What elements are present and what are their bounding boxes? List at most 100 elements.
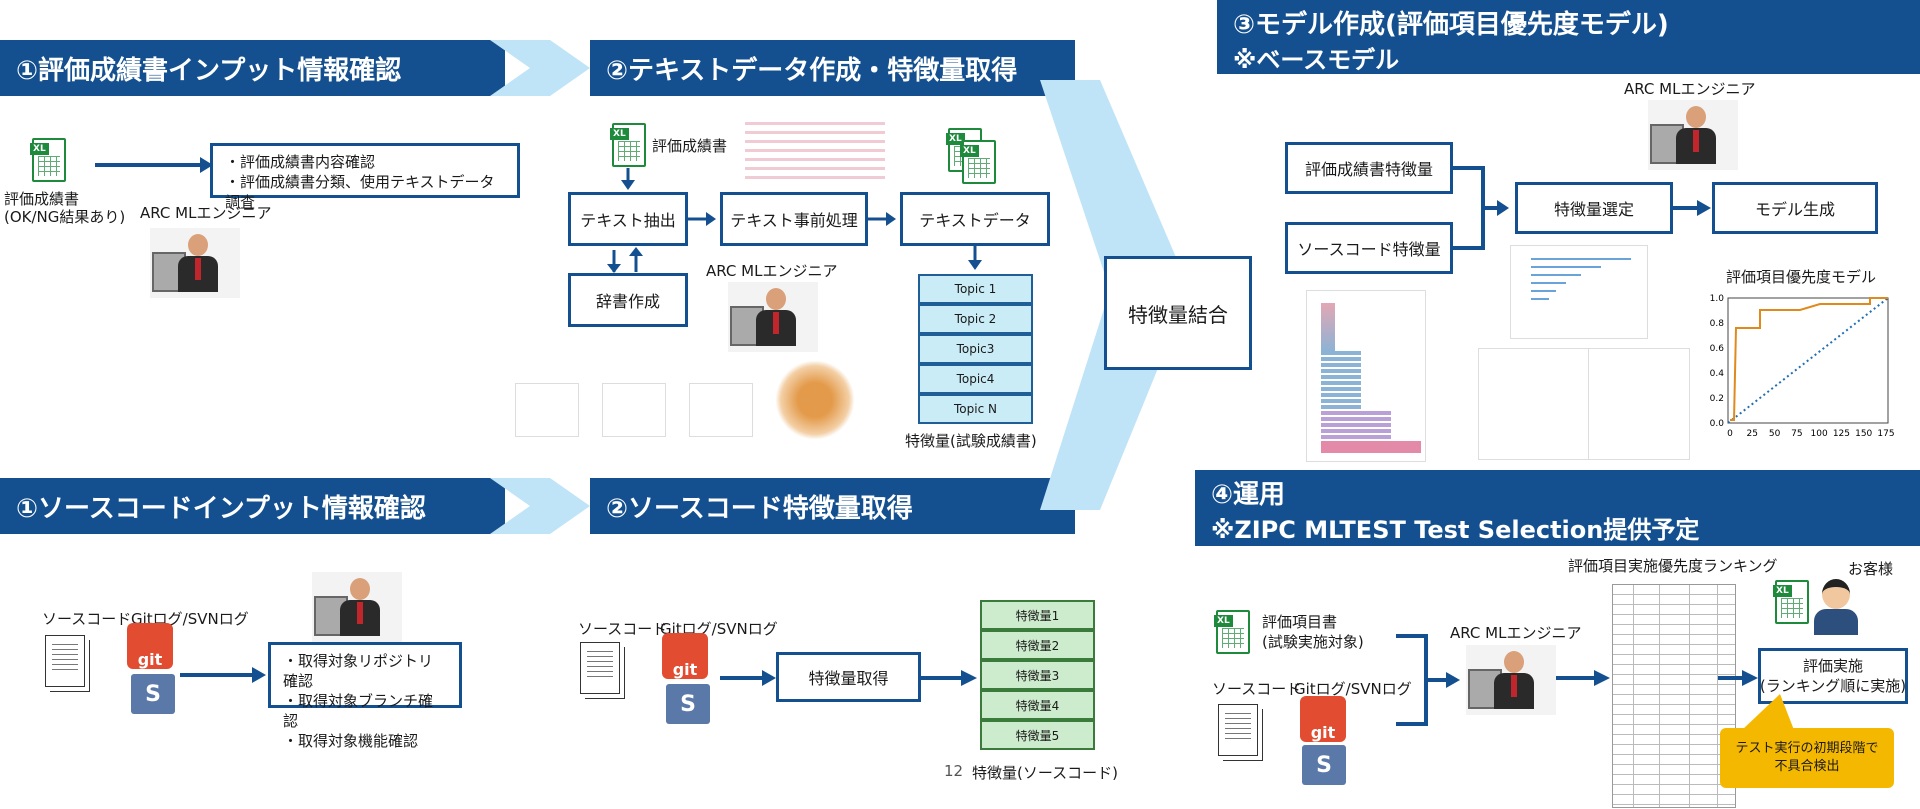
x-tick-label: 75 bbox=[1791, 429, 1802, 439]
arrow-right-icon bbox=[921, 670, 977, 686]
box-label: ソースコード特徴量 bbox=[1297, 240, 1441, 259]
arrow-right-icon bbox=[1556, 670, 1610, 686]
evaluation-execute-box: 評価実施 (ランキング順に実施) bbox=[1758, 648, 1908, 704]
y-tick-label: 0.8 bbox=[1710, 319, 1725, 329]
eval-report-label: 評価成績書 bbox=[652, 137, 728, 155]
x-tick-label: 25 bbox=[1747, 429, 1758, 439]
excel-file-icon: XL bbox=[30, 138, 66, 182]
features-label: 特徴量(ソースコード) bbox=[972, 764, 1118, 782]
banner-title: ②テキストデータ作成・特徴量取得 bbox=[606, 55, 1018, 86]
box-label: モデル生成 bbox=[1754, 200, 1835, 219]
text-data-box: テキストデータ bbox=[900, 192, 1050, 246]
topic-item: Topic 2 bbox=[918, 304, 1033, 334]
box-label: 評価実施 (ランキング順に実施) bbox=[1759, 657, 1907, 695]
line-plot-chart bbox=[1588, 348, 1690, 460]
excel-file-icon: XL bbox=[960, 140, 996, 184]
banner-subtitle: ※ZIPC MLTEST Test Selection提供予定 bbox=[1211, 516, 1700, 544]
source-check-box: ・取得対象リポジトリ確認 ・取得対象ブランチ確認 ・取得対象機能確認 bbox=[268, 642, 462, 750]
source-feature-box: ソースコード特徴量 bbox=[1285, 222, 1453, 274]
x-tick-label: 150 bbox=[1855, 429, 1872, 439]
x-tick-label: 0 bbox=[1727, 429, 1733, 439]
banner-subtitle: ※ベースモデル bbox=[1233, 46, 1400, 74]
arrow-right-icon bbox=[95, 157, 213, 173]
banner-title: ①評価成績書インプット情報確認 bbox=[16, 55, 402, 86]
topic-item: Topic3 bbox=[918, 334, 1033, 364]
dictionary-box: 辞書作成 bbox=[568, 273, 688, 327]
line-plot-chart bbox=[1478, 348, 1592, 460]
feature-merge-box: 特徴量結合 bbox=[1104, 256, 1252, 370]
excel-file-icon: XL bbox=[610, 123, 646, 167]
source-code-doc-icon bbox=[1218, 704, 1258, 756]
word-cloud-image bbox=[775, 360, 855, 440]
model-generate-box: モデル生成 bbox=[1712, 182, 1878, 234]
svn-icon: S bbox=[666, 684, 710, 724]
source-code-label: ソースコード bbox=[578, 620, 668, 638]
network-graph-image bbox=[689, 383, 753, 437]
bidirectional-arrow-icon bbox=[607, 247, 643, 273]
git-svn-label: Gitログ/SVNログ bbox=[1294, 680, 1412, 698]
arrow-right-icon bbox=[720, 670, 776, 686]
banner-section3-model: ③モデル作成(評価項目優先度モデル) ※ベースモデル bbox=[1217, 0, 1920, 74]
box-label: 特徴量取得 bbox=[808, 669, 889, 688]
callout-box: テスト実行の初期段階で 不具合検出 bbox=[1720, 728, 1894, 788]
engineer-label: ARC MLエンジニア bbox=[1624, 80, 1756, 98]
x-tick-label: 100 bbox=[1811, 429, 1828, 439]
merge-connector-icon bbox=[1396, 634, 1460, 726]
engineer-label: ARC MLエンジニア bbox=[140, 204, 272, 222]
git-icon: git bbox=[127, 623, 173, 669]
check-item: ・取得対象リポジトリ確認 bbox=[283, 652, 434, 690]
box-label: 評価成績書特徴量 bbox=[1304, 160, 1433, 179]
chevron-arrow-icon bbox=[490, 40, 590, 96]
banner-section1-input: ①評価成績書インプット情報確認 bbox=[0, 40, 505, 96]
check-item: ・取得対象機能確認 bbox=[283, 732, 419, 750]
source-code-doc-icon bbox=[45, 635, 85, 687]
feature-select-box: 特徴量選定 bbox=[1515, 182, 1673, 234]
check-item: ・取得対象ブランチ確認 bbox=[283, 692, 434, 730]
ranking-title: 評価項目実施優先度ランキング bbox=[1568, 557, 1778, 575]
arrow-right-icon bbox=[1718, 670, 1758, 686]
arrow-down-icon bbox=[621, 168, 635, 190]
callout-pointer-icon bbox=[1742, 694, 1794, 730]
baseline-line bbox=[1727, 297, 1889, 424]
banner-title: ④運用 bbox=[1211, 480, 1286, 510]
feature-importance-chart bbox=[1510, 245, 1648, 339]
y-tick-label: 1.0 bbox=[1710, 294, 1725, 304]
feature-extract-box: 特徴量取得 bbox=[776, 652, 921, 702]
feature-item: 特徴量5 bbox=[980, 720, 1095, 750]
chevron-arrow-icon bbox=[490, 478, 590, 534]
x-tick-label: 175 bbox=[1877, 429, 1894, 439]
features-label: 特徴量(試験成績書) bbox=[905, 432, 1037, 450]
engineer-icon bbox=[1648, 100, 1738, 170]
svn-icon: S bbox=[131, 674, 175, 714]
source-code-label: ソースコード bbox=[42, 610, 132, 628]
engineer-icon bbox=[312, 572, 402, 642]
feature-item: 特徴量2 bbox=[980, 630, 1095, 660]
banner-section2-input: ①ソースコードインプット情報確認 bbox=[0, 478, 505, 534]
callout-text: テスト実行の初期段階で 不具合検出 bbox=[1735, 741, 1879, 774]
arrow-right-icon bbox=[868, 212, 896, 226]
arrow-right-icon bbox=[1673, 200, 1711, 216]
banner-title: ②ソースコード特徴量取得 bbox=[606, 493, 913, 524]
arrow-right-icon bbox=[688, 212, 716, 226]
check-item: ・評価成績書内容確認 bbox=[225, 153, 376, 171]
input-check-box: ・評価成績書内容確認 ・評価成績書分類、使用テキストデータ調査 bbox=[210, 143, 520, 211]
box-label: 特徴量選定 bbox=[1553, 200, 1634, 219]
arrow-down-icon bbox=[968, 246, 982, 270]
model-chart-title: 評価項目優先度モデル bbox=[1726, 268, 1877, 286]
y-ticks: 0.00.20.40.60.81.0 bbox=[1710, 294, 1725, 429]
source-code-doc-icon bbox=[580, 642, 620, 694]
y-tick-label: 0.0 bbox=[1710, 419, 1725, 429]
engineer-label: ARC MLエンジニア bbox=[706, 262, 838, 280]
doc-feature-box: 評価成績書特徴量 bbox=[1285, 142, 1453, 194]
feature-item: 特徴量3 bbox=[980, 660, 1095, 690]
banner-title: ①ソースコードインプット情報確認 bbox=[16, 493, 426, 524]
engineer-label: ARC MLエンジニア bbox=[1450, 624, 1582, 642]
ranking-table-image bbox=[1612, 584, 1736, 808]
git-icon: git bbox=[662, 633, 708, 679]
topic-item: Topic N bbox=[918, 394, 1033, 424]
text-preprocess-box: テキスト事前処理 bbox=[720, 192, 868, 246]
engineer-icon bbox=[728, 282, 818, 352]
banner-section1-text: ②テキストデータ作成・特徴量取得 bbox=[590, 40, 1075, 96]
banner-section2-features: ②ソースコード特徴量取得 bbox=[590, 478, 1075, 534]
